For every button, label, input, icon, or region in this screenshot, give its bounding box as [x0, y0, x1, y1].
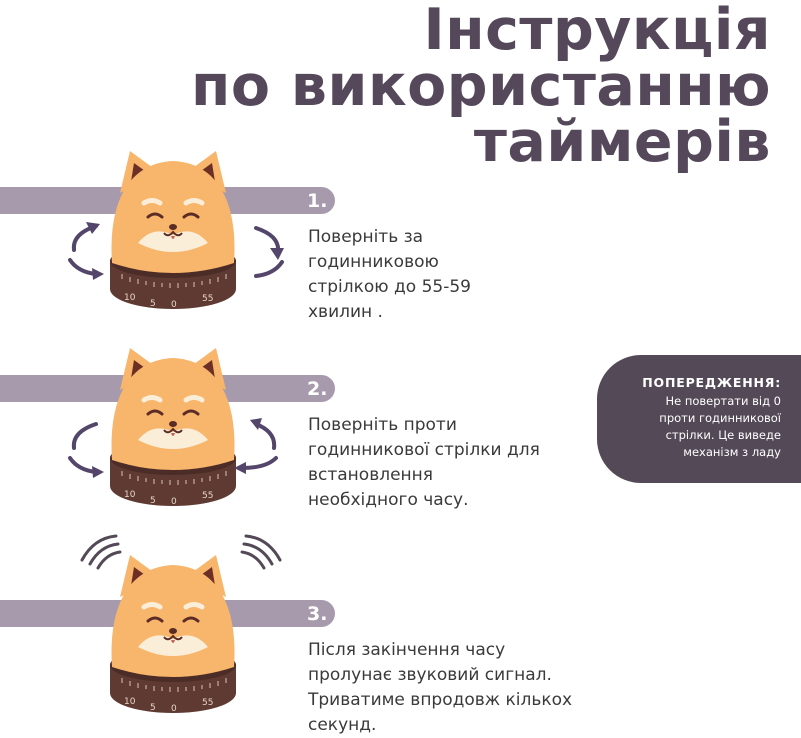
svg-text:5: 5 — [150, 703, 156, 713]
step-1-text: Поверніть за годинниковою стрілкою до 55… — [308, 227, 471, 322]
title-line-1: Інструкція — [423, 0, 771, 63]
svg-text:10: 10 — [124, 697, 136, 707]
step-2-text: Поверніть проти годинникової стрілки для… — [308, 415, 540, 510]
warning-title: ПОПЕРЕДЖЕННЯ: — [642, 375, 781, 390]
shiba-timer-icon: 10 5 0 55 — [63, 340, 293, 520]
rotate-clockwise-right-icon — [254, 226, 284, 278]
svg-text:55: 55 — [202, 294, 213, 304]
shiba-timer-icon: 10 5 0 55 — [63, 143, 293, 323]
shiba-timer-icon: 10 5 0 55 — [63, 547, 293, 727]
title-line-2: по використанню — [191, 53, 771, 119]
step-1-number: 1. — [307, 190, 328, 212]
step-3-number: 3. — [307, 603, 328, 625]
step-2-number: 2. — [307, 378, 328, 400]
rotate-counterclockwise-right-icon — [234, 418, 278, 474]
page-title: Інструкція по використанню таймерів — [191, 0, 771, 175]
ringing-waves-left-icon — [80, 534, 122, 570]
step-3-text: Після закінчення часу пролунає звуковий … — [308, 640, 573, 735]
svg-text:55: 55 — [202, 491, 213, 501]
svg-text:0: 0 — [171, 300, 177, 310]
svg-text:0: 0 — [171, 497, 177, 507]
svg-text:5: 5 — [150, 299, 156, 309]
title-line-3: таймерів — [473, 109, 771, 175]
rotate-counterclockwise-left-icon — [68, 422, 104, 478]
svg-text:10: 10 — [124, 293, 136, 303]
svg-text:0: 0 — [171, 704, 177, 714]
svg-text:5: 5 — [150, 496, 156, 506]
ringing-waves-right-icon — [240, 534, 282, 570]
warning-text: Не повертати від 0 проти годинникової ст… — [659, 394, 781, 459]
svg-text:55: 55 — [202, 698, 213, 708]
rotate-clockwise-left-icon — [68, 222, 104, 280]
svg-text:10: 10 — [124, 490, 136, 500]
warning-box: ПОПЕРЕДЖЕННЯ: Не повертати від 0 проти г… — [597, 355, 801, 483]
